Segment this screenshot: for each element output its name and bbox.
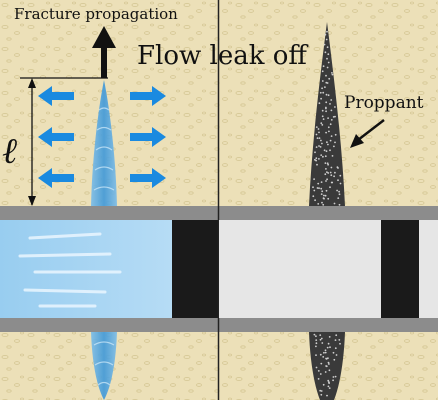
wellbore-plug-right (381, 220, 419, 318)
leak-off-arrows (38, 86, 166, 188)
double-arrow-icon (38, 86, 166, 106)
wellbore-empty (219, 220, 381, 318)
double-arrow-icon (38, 168, 166, 188)
arrow-up-icon (92, 26, 116, 78)
arrow-pointer-icon (350, 119, 385, 148)
fluid-fracture-upper (91, 80, 117, 206)
fluid-fracture-lower (91, 332, 117, 400)
wellbore-empty-end (419, 220, 438, 318)
label-proppant: Proppant (344, 93, 424, 113)
wellbore-plug-left (172, 220, 218, 318)
wellbore-fluid (0, 220, 172, 318)
label-flow-leak-off: Flow leak off (137, 41, 309, 71)
proppant-fracture-upper (309, 22, 345, 206)
fluid-flow-streaks (18, 232, 122, 308)
label-fracture-propagation: Fracture propagation (14, 5, 178, 23)
double-arrow-icon (38, 127, 166, 147)
proppant-grains (312, 30, 342, 397)
label-length-symbol: ℓ (2, 131, 17, 172)
fracture-ripples (93, 107, 115, 386)
length-dimension-marker (20, 77, 108, 206)
